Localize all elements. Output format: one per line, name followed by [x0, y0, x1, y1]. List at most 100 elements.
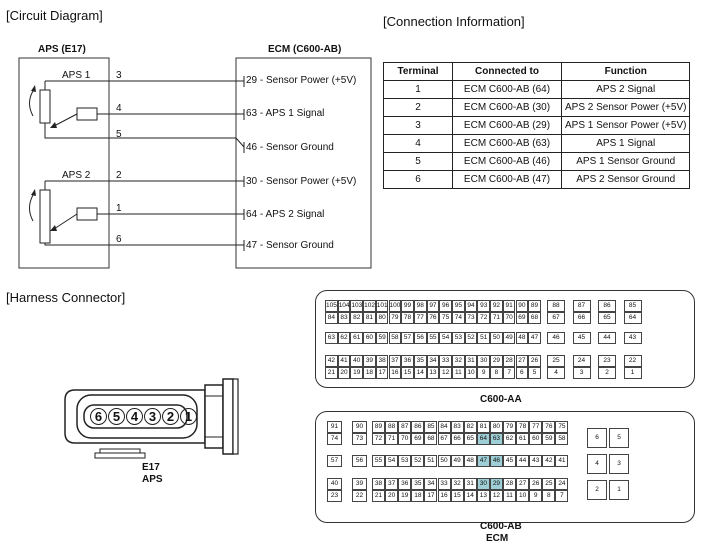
connector-terminal: 7: [555, 490, 569, 502]
connector-terminal: 27: [516, 478, 530, 490]
connector-terminal: 105: [325, 300, 338, 312]
connector-terminal: 87: [398, 421, 412, 433]
cell-terminal: 5: [383, 152, 453, 171]
connector-terminal: 70: [502, 312, 516, 324]
aps-label: APS: [142, 474, 163, 485]
cell-terminal: 6: [383, 170, 453, 189]
connector-terminal: 100: [388, 300, 402, 312]
connector-terminal: 35: [411, 478, 425, 490]
connector-terminal: 77: [413, 312, 427, 324]
connector-terminal: 74: [327, 433, 342, 445]
connector-terminal: 10: [464, 367, 478, 379]
e17-pin: 2: [162, 408, 179, 425]
connector-terminal: 66: [450, 433, 464, 445]
connector-terminal: 12: [489, 490, 503, 502]
connector-terminal: 77: [529, 421, 543, 433]
connector-terminal: 32: [450, 478, 464, 490]
connector-terminal: 73: [464, 312, 478, 324]
connector-terminal: 4: [587, 454, 607, 474]
connector-terminal: 78: [516, 421, 530, 433]
connector-terminal: 55: [372, 455, 386, 467]
connector-terminal: 43: [529, 455, 543, 467]
connector-terminal: 7: [502, 367, 516, 379]
terminal-label: 1: [116, 203, 122, 214]
connector-terminal: 30: [476, 478, 490, 490]
cell-function: APS 1 Signal: [560, 134, 691, 153]
aps-component-label: APS (E17): [38, 44, 86, 55]
connector-terminal: 58: [388, 332, 402, 344]
ecm-pin-label: 64 - APS 2 Signal: [246, 209, 325, 220]
cell-connected: ECM C600-AB (64): [452, 80, 562, 99]
connector-terminal: 64: [476, 433, 490, 445]
connector-terminal: 57: [327, 455, 342, 467]
cell-function: APS 2 Sensor Ground: [560, 170, 691, 189]
connector-terminal: 39: [363, 355, 376, 367]
connector-terminal: 26: [528, 355, 541, 367]
e17-pin-row: 6 5 4 3 2 1: [90, 408, 197, 425]
cell-connected: ECM C600-AB (29): [452, 116, 562, 135]
connector-terminal: 69: [515, 312, 529, 324]
e17-pin: 4: [126, 408, 143, 425]
connector-terminal: 46: [489, 455, 503, 467]
connector-terminal: 85: [623, 300, 642, 312]
harness-wires: [109, 80, 245, 246]
connector-terminal: 33: [439, 355, 452, 367]
ecm-box: [235, 57, 372, 269]
connector-terminal: 16: [388, 367, 402, 379]
terminal-label: 5: [116, 129, 122, 140]
connector-terminal: 44: [598, 332, 616, 344]
e17-pin: 1: [180, 408, 197, 425]
connector-terminal: 75: [555, 421, 569, 433]
terminal-label: 6: [116, 234, 122, 245]
connector-terminal: 90: [515, 300, 529, 312]
connector-terminal: 73: [352, 433, 367, 445]
connector-terminal: 25: [542, 478, 556, 490]
connector-terminal: 52: [464, 332, 478, 344]
cell-function: APS 2 Signal: [560, 80, 691, 99]
connector-terminal: 68: [528, 312, 541, 324]
connector-terminal: 51: [477, 332, 491, 344]
connector-terminal: 31: [463, 478, 477, 490]
connector-terminal: 8: [490, 367, 503, 379]
connector-terminal: 59: [375, 332, 389, 344]
connector-terminal: 11: [452, 367, 465, 379]
connector-terminal: 55: [426, 332, 440, 344]
connector-terminal: 66: [572, 312, 591, 324]
connector-terminal: 2: [598, 367, 616, 379]
ecm-pin-label: 46 - Sensor Ground: [246, 142, 334, 153]
cell-function: APS 2 Sensor Power (+5V): [560, 98, 691, 117]
connector-terminal: 53: [452, 332, 465, 344]
harness-connector-title: [Harness Connector]: [6, 290, 126, 305]
connector-terminal: 50: [437, 455, 451, 467]
connector-terminal: 96: [439, 300, 452, 312]
connector-terminal: 68: [424, 433, 438, 445]
cell-connected: ECM C600-AB (46): [452, 152, 562, 171]
connector-terminal: 47: [476, 455, 490, 467]
connector-terminal: 71: [385, 433, 399, 445]
connector-terminal: 81: [476, 421, 490, 433]
header-function: Function: [560, 62, 691, 81]
connector-terminal: 99: [401, 300, 414, 312]
connector-terminal: 62: [503, 433, 517, 445]
connector-terminal: 86: [598, 300, 616, 312]
e17-pin: 5: [108, 408, 125, 425]
connector-terminal: 88: [547, 300, 565, 312]
connector-terminal: 43: [623, 332, 642, 344]
connector-terminal: 47: [528, 332, 541, 344]
connector-terminal: 76: [542, 421, 556, 433]
connector-terminal: 49: [450, 455, 464, 467]
connector-terminal: 21: [325, 367, 338, 379]
connector-terminal: 86: [411, 421, 425, 433]
connector-terminal: 35: [413, 355, 427, 367]
connector-terminal: 32: [452, 355, 465, 367]
connector-terminal: 42: [542, 455, 556, 467]
connector-terminal: 2: [587, 480, 607, 500]
connector-terminal: 6: [587, 428, 607, 448]
connector-terminal: 15: [401, 367, 414, 379]
connector-terminal: 70: [398, 433, 412, 445]
c600ab-label: C600-AB: [480, 521, 522, 532]
connector-terminal: 63: [325, 332, 338, 344]
